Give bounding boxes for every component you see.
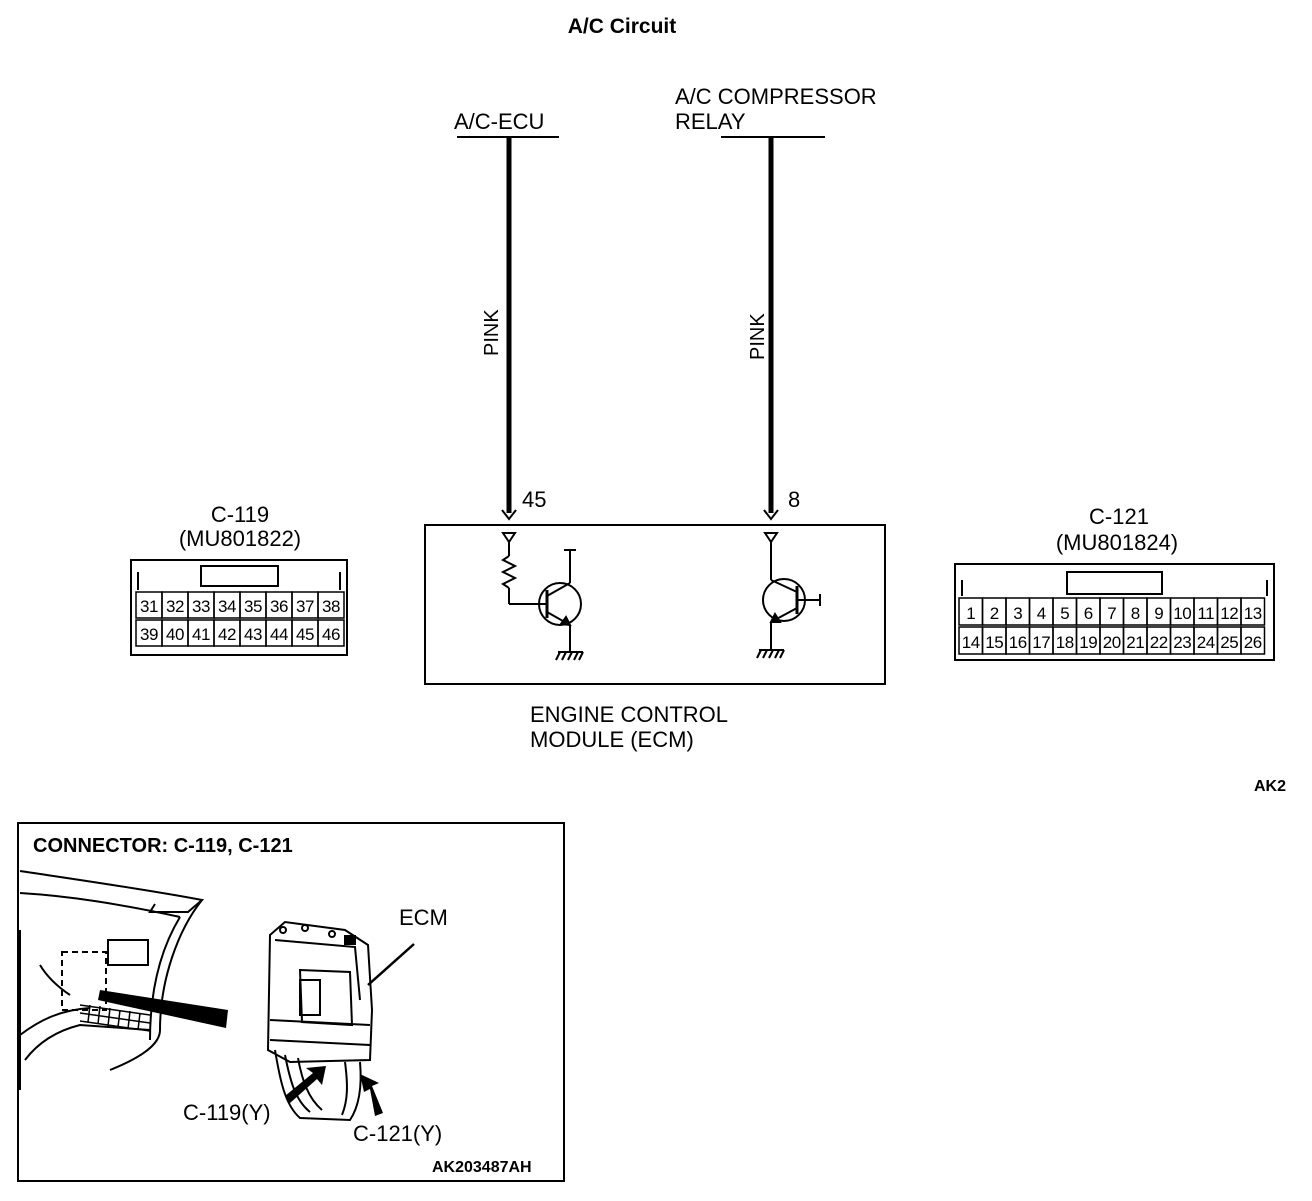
ground-right-icon	[756, 649, 785, 659]
connector-pin-number: 40	[166, 625, 184, 644]
connector-pin-number: 2	[990, 604, 999, 623]
connector-pin-number: 26	[1244, 633, 1262, 652]
pin-chevron-right	[763, 509, 779, 521]
connector-c121-part: (MU801824)	[1056, 530, 1178, 555]
connector-pin-number: 4	[1037, 604, 1046, 623]
connector-pin-number: 23	[1173, 633, 1191, 652]
connector-pin-cell	[317, 619, 345, 647]
location-panel-title: CONNECTOR: C-119, C-121	[33, 835, 293, 857]
connector-pin-number: 35	[244, 597, 262, 616]
pin-chevron-left	[501, 509, 517, 521]
module-label-line2: MODULE (ECM)	[530, 727, 694, 752]
connector-c121-latch	[1066, 571, 1163, 595]
label-c119-y: C-119(Y)	[183, 1100, 271, 1125]
connector-pin-number: 33	[192, 597, 210, 616]
connector-pin-number: 34	[218, 597, 236, 616]
connector-pin-number: 46	[322, 625, 340, 644]
connector-c119-part: (MU801822)	[179, 526, 301, 551]
connector-pin-number: 12	[1220, 604, 1238, 623]
connector-pin-number: 8	[1131, 604, 1140, 623]
connector-pin-number: 42	[218, 625, 236, 644]
wire-color-label-right: PINK	[747, 313, 769, 360]
connector-pin-number: 45	[296, 625, 314, 644]
figure-code-top: AK2	[1254, 778, 1286, 795]
module-label-line1: ENGINE CONTROL	[530, 702, 728, 727]
connector-pin-cell	[1240, 626, 1266, 655]
pin-number-45: 45	[522, 487, 546, 512]
connector-c119-latch	[200, 565, 279, 587]
connector-pin-number: 31	[140, 597, 158, 616]
connector-pin-number: 9	[1154, 604, 1163, 623]
connector-pin-number: 19	[1079, 633, 1097, 652]
connector-pin-number: 43	[244, 625, 262, 644]
connector-pin-number: 1	[966, 604, 975, 623]
source-label-relay-line2: RELAY	[675, 109, 746, 134]
connector-pin-number: 16	[1009, 633, 1027, 652]
connector-pin-number: 41	[192, 625, 210, 644]
terminal-left-icon	[501, 532, 517, 544]
connector-pin-number: 18	[1056, 633, 1074, 652]
connector-pin-number: 3	[1013, 604, 1022, 623]
connector-c119-name: C-119	[211, 502, 269, 527]
wire-color-label-left: PINK	[481, 309, 503, 356]
connector-location-panel: CONNECTOR: C-119, C-121	[17, 822, 565, 1182]
connector-pin-number: 14	[962, 633, 980, 652]
ecm-internal-circuit-left	[500, 532, 584, 661]
connector-pin-number: 21	[1126, 633, 1144, 652]
connector-pin-number: 32	[166, 597, 184, 616]
connector-pin-number: 7	[1107, 604, 1116, 623]
connector-c121-name: C-121	[1089, 504, 1149, 529]
dashboard-illustration	[19, 870, 228, 1090]
transistor-left-icon	[538, 582, 582, 626]
connector-pin-number: 11	[1197, 604, 1214, 623]
arrow-c119-icon	[285, 1066, 326, 1103]
pin-number-8: 8	[788, 487, 800, 512]
connector-pin-number: 20	[1103, 633, 1121, 652]
label-c121-y: C-121(Y)	[353, 1121, 442, 1146]
connector-pin-number: 36	[270, 597, 288, 616]
connector-pin-cell	[1240, 597, 1266, 626]
ecm-internal-circuit-right	[756, 532, 821, 659]
connector-pin-number: 25	[1220, 633, 1238, 652]
pointer-beam-icon	[98, 990, 228, 1028]
connector-pin-number: 39	[140, 625, 158, 644]
connector-pin-number: 38	[322, 597, 340, 616]
connector-pin-number: 44	[270, 625, 288, 644]
connector-pin-number: 24	[1197, 633, 1215, 652]
connector-pin-number: 17	[1032, 633, 1050, 652]
arrow-c121-icon	[360, 1074, 383, 1116]
resistor-icon	[500, 555, 518, 589]
ecm-module-box	[424, 524, 886, 685]
connector-pin-number: 6	[1084, 604, 1093, 623]
connector-pin-cell	[317, 591, 345, 619]
connector-pin-number: 37	[296, 597, 314, 616]
location-panel-code: AK203487AH	[432, 1159, 532, 1176]
connector-pin-number: 13	[1244, 604, 1262, 623]
source-label-relay-line1: A/C COMPRESSOR	[675, 84, 877, 109]
connector-pin-number: 5	[1060, 604, 1069, 623]
connector-pin-number: 15	[985, 633, 1003, 652]
terminal-right-icon	[763, 532, 779, 544]
ecm-callout-label: ECM	[399, 905, 448, 930]
ground-left-icon	[555, 651, 584, 661]
source-label-ac-ecu: A/C-ECU	[454, 109, 544, 134]
ecm-illustration	[266, 920, 415, 1122]
connector-pin-number: 10	[1173, 604, 1191, 623]
diagram-title: A/C Circuit	[568, 15, 677, 38]
connector-pin-number: 22	[1150, 633, 1168, 652]
connector-c119-face: 31 32 33 34 35 36 37 38 39 40 41 42 43 44 45 46	[130, 559, 348, 656]
